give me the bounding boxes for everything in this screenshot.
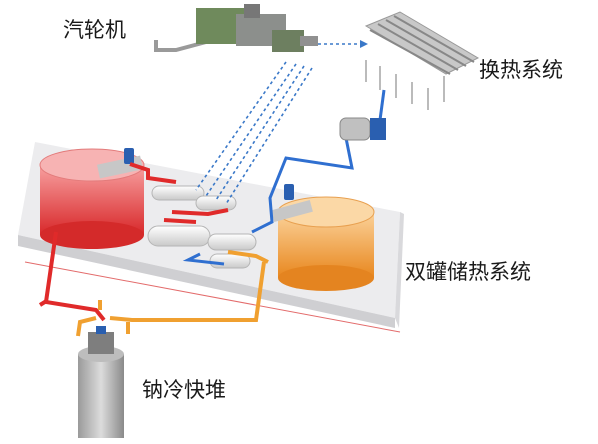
feed-water-pipes: [182, 89, 386, 266]
cold-tank-pump-icon: [284, 184, 294, 200]
reactor-vessel: [78, 326, 124, 438]
arrow-to-hx: [360, 40, 368, 48]
hot-tank: [39, 148, 145, 249]
heat-exchange-label: 换热系统: [479, 58, 563, 82]
turbine-assembly: [154, 4, 318, 52]
reference-line: [24, 261, 401, 333]
cold-salt-pipes: [76, 250, 269, 337]
heat-exchange-unit: [339, 11, 480, 141]
hot-tank-pump-icon: [124, 148, 134, 164]
hot-salt-pipes: [38, 162, 229, 322]
reactor-label: 钠冷快堆: [142, 378, 226, 402]
steam-dashed-lines: [195, 43, 360, 205]
turbine-label: 汽轮机: [63, 18, 126, 42]
storage-label: 双罐储热系统: [405, 260, 531, 284]
cold-tank: [271, 184, 375, 291]
